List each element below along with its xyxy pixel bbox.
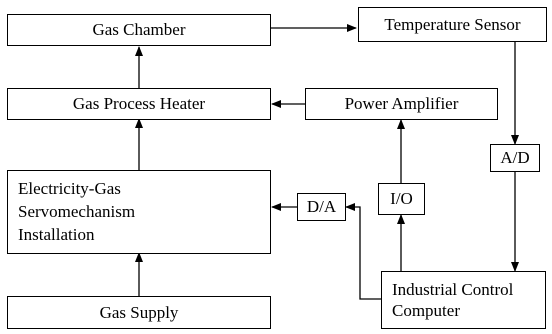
power-amplifier-label: Power Amplifier (344, 94, 459, 114)
industrial-control-computer-box: Industrial Control Computer (381, 271, 546, 329)
servomechanism-label-line3: Installation (18, 224, 95, 244)
io-box: I/O (378, 183, 425, 215)
gas-supply-box: Gas Supply (7, 296, 271, 329)
computer-label-line2: Computer (392, 300, 460, 320)
gas-supply-label: Gas Supply (99, 302, 179, 322)
power-amplifier-box: Power Amplifier (305, 88, 498, 120)
servomechanism-label-line2: Servomechanism (18, 202, 136, 222)
servomechanism-label-line1: Electricity-Gas (18, 179, 121, 199)
gas-process-heater-label: Gas Process Heater (72, 94, 206, 114)
da-converter-label: D/A (306, 197, 337, 217)
ad-converter-box: A/D (490, 144, 540, 172)
computer-label-line1: Industrial Control (392, 279, 514, 299)
da-converter-box: D/A (297, 193, 346, 221)
io-label: I/O (390, 189, 413, 209)
gas-process-heater-box: Gas Process Heater (7, 88, 271, 120)
ad-converter-label: A/D (500, 148, 530, 168)
temperature-sensor-box: Temperature Sensor (358, 7, 547, 42)
gas-chamber-label: Gas Chamber (92, 20, 186, 40)
temperature-sensor-label: Temperature Sensor (384, 14, 521, 34)
arrow-computer-to-da (345, 203, 381, 300)
gas-chamber-box: Gas Chamber (7, 14, 271, 46)
servomechanism-box: Electricity-Gas Servomechanism Installat… (7, 170, 271, 254)
